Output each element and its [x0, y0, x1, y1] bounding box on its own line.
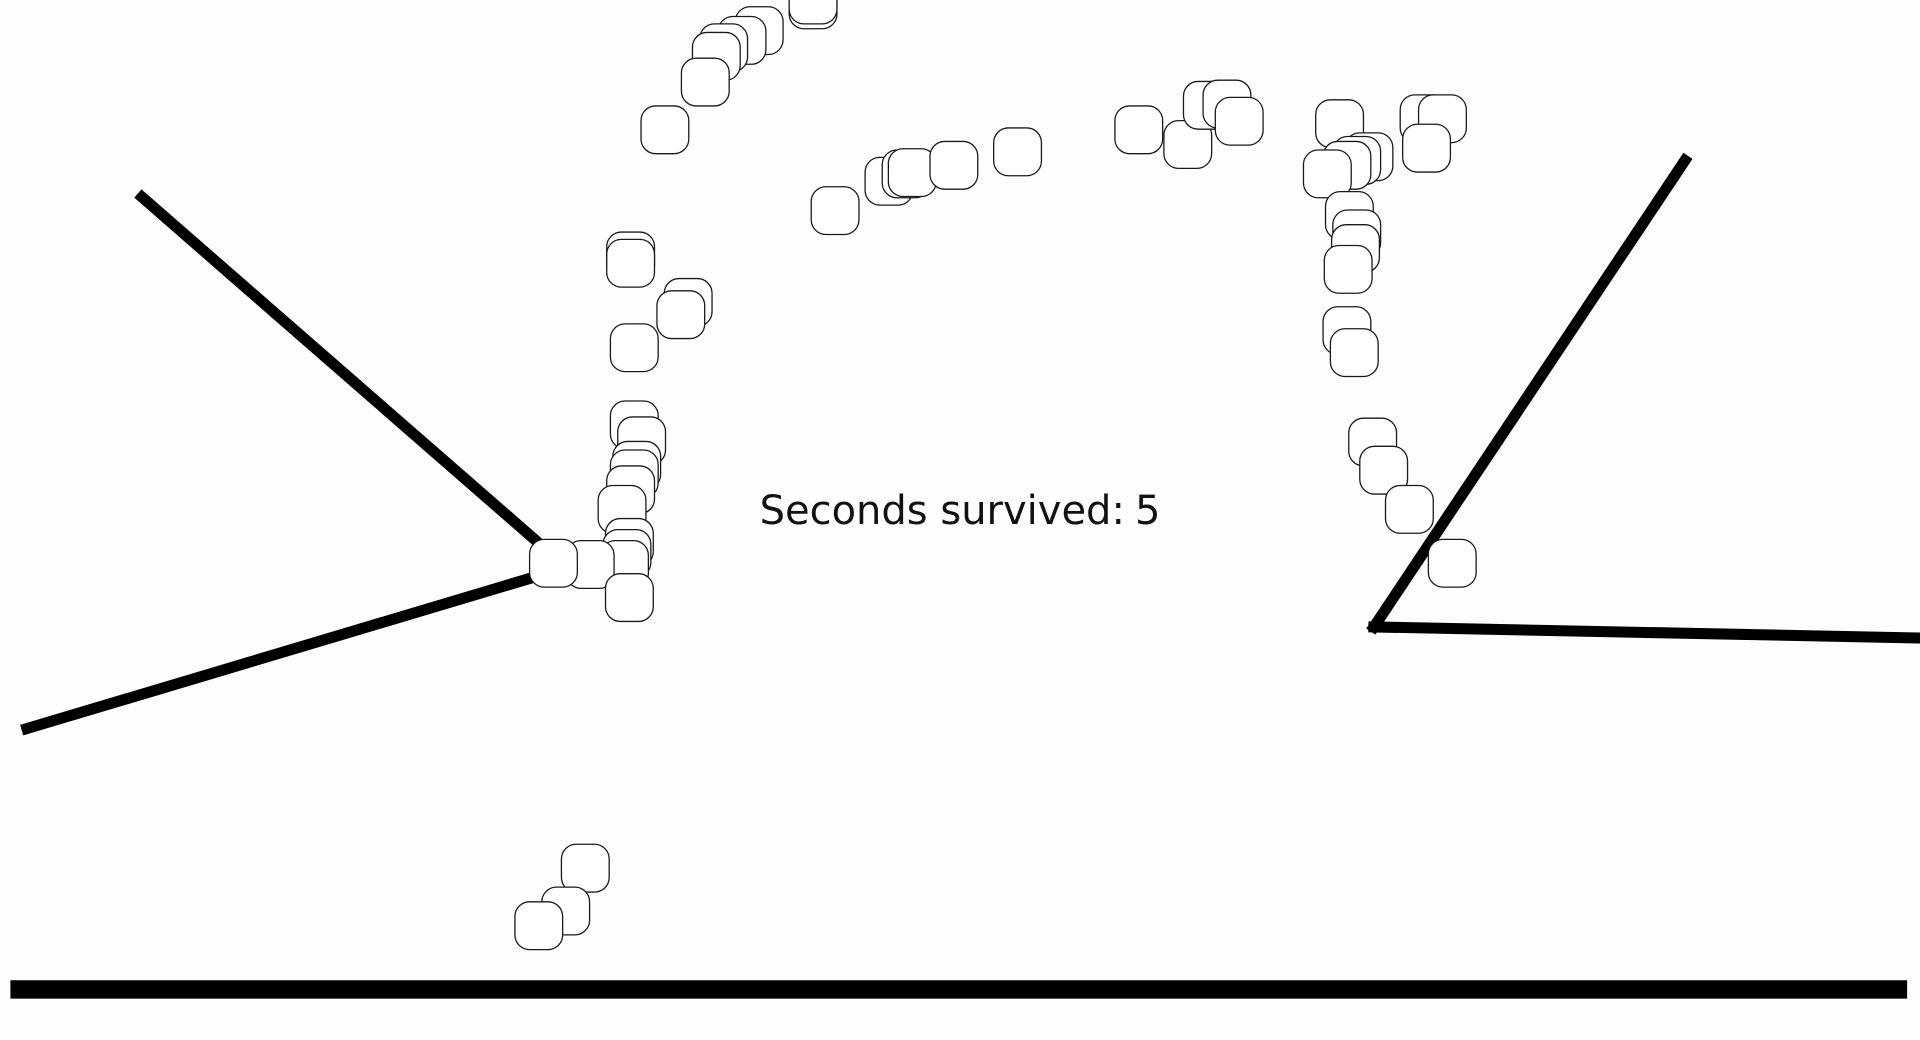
blob-enemy	[788, 0, 838, 25]
wall-segment	[1366, 152, 1693, 635]
blob-enemy	[1329, 328, 1379, 378]
blob-enemy	[1384, 484, 1434, 534]
blob-enemy	[1114, 105, 1164, 155]
blob-enemy	[929, 140, 979, 190]
score-label: Seconds survived:	[759, 488, 1125, 534]
blob-enemy	[604, 573, 654, 623]
blob-enemy	[609, 323, 659, 373]
wall-segment	[134, 189, 552, 556]
blob-enemy	[656, 290, 706, 340]
blob-enemy	[680, 57, 730, 107]
blob-enemy	[810, 186, 860, 236]
blob-enemy	[1402, 123, 1452, 173]
wall-segment	[1368, 621, 1920, 644]
blob-enemy	[528, 538, 578, 588]
blobs-layer	[514, 0, 1477, 951]
blob-enemy	[640, 105, 690, 155]
walls-layer	[10, 152, 1920, 999]
wall-segment	[20, 567, 551, 736]
blob-enemy	[514, 901, 564, 951]
blob-enemy	[560, 843, 610, 893]
score-value: 5	[1134, 488, 1161, 534]
blob-enemy	[1214, 96, 1264, 146]
blob-enemy	[887, 148, 937, 198]
blob-enemy	[1302, 149, 1352, 199]
blob-enemy	[1323, 244, 1373, 294]
blob-enemy	[1427, 538, 1477, 588]
score-display: Seconds survived:5	[0, 488, 1920, 534]
blob-enemy	[606, 238, 656, 288]
blob-enemy	[993, 127, 1043, 177]
blob-enemy	[1359, 445, 1409, 495]
